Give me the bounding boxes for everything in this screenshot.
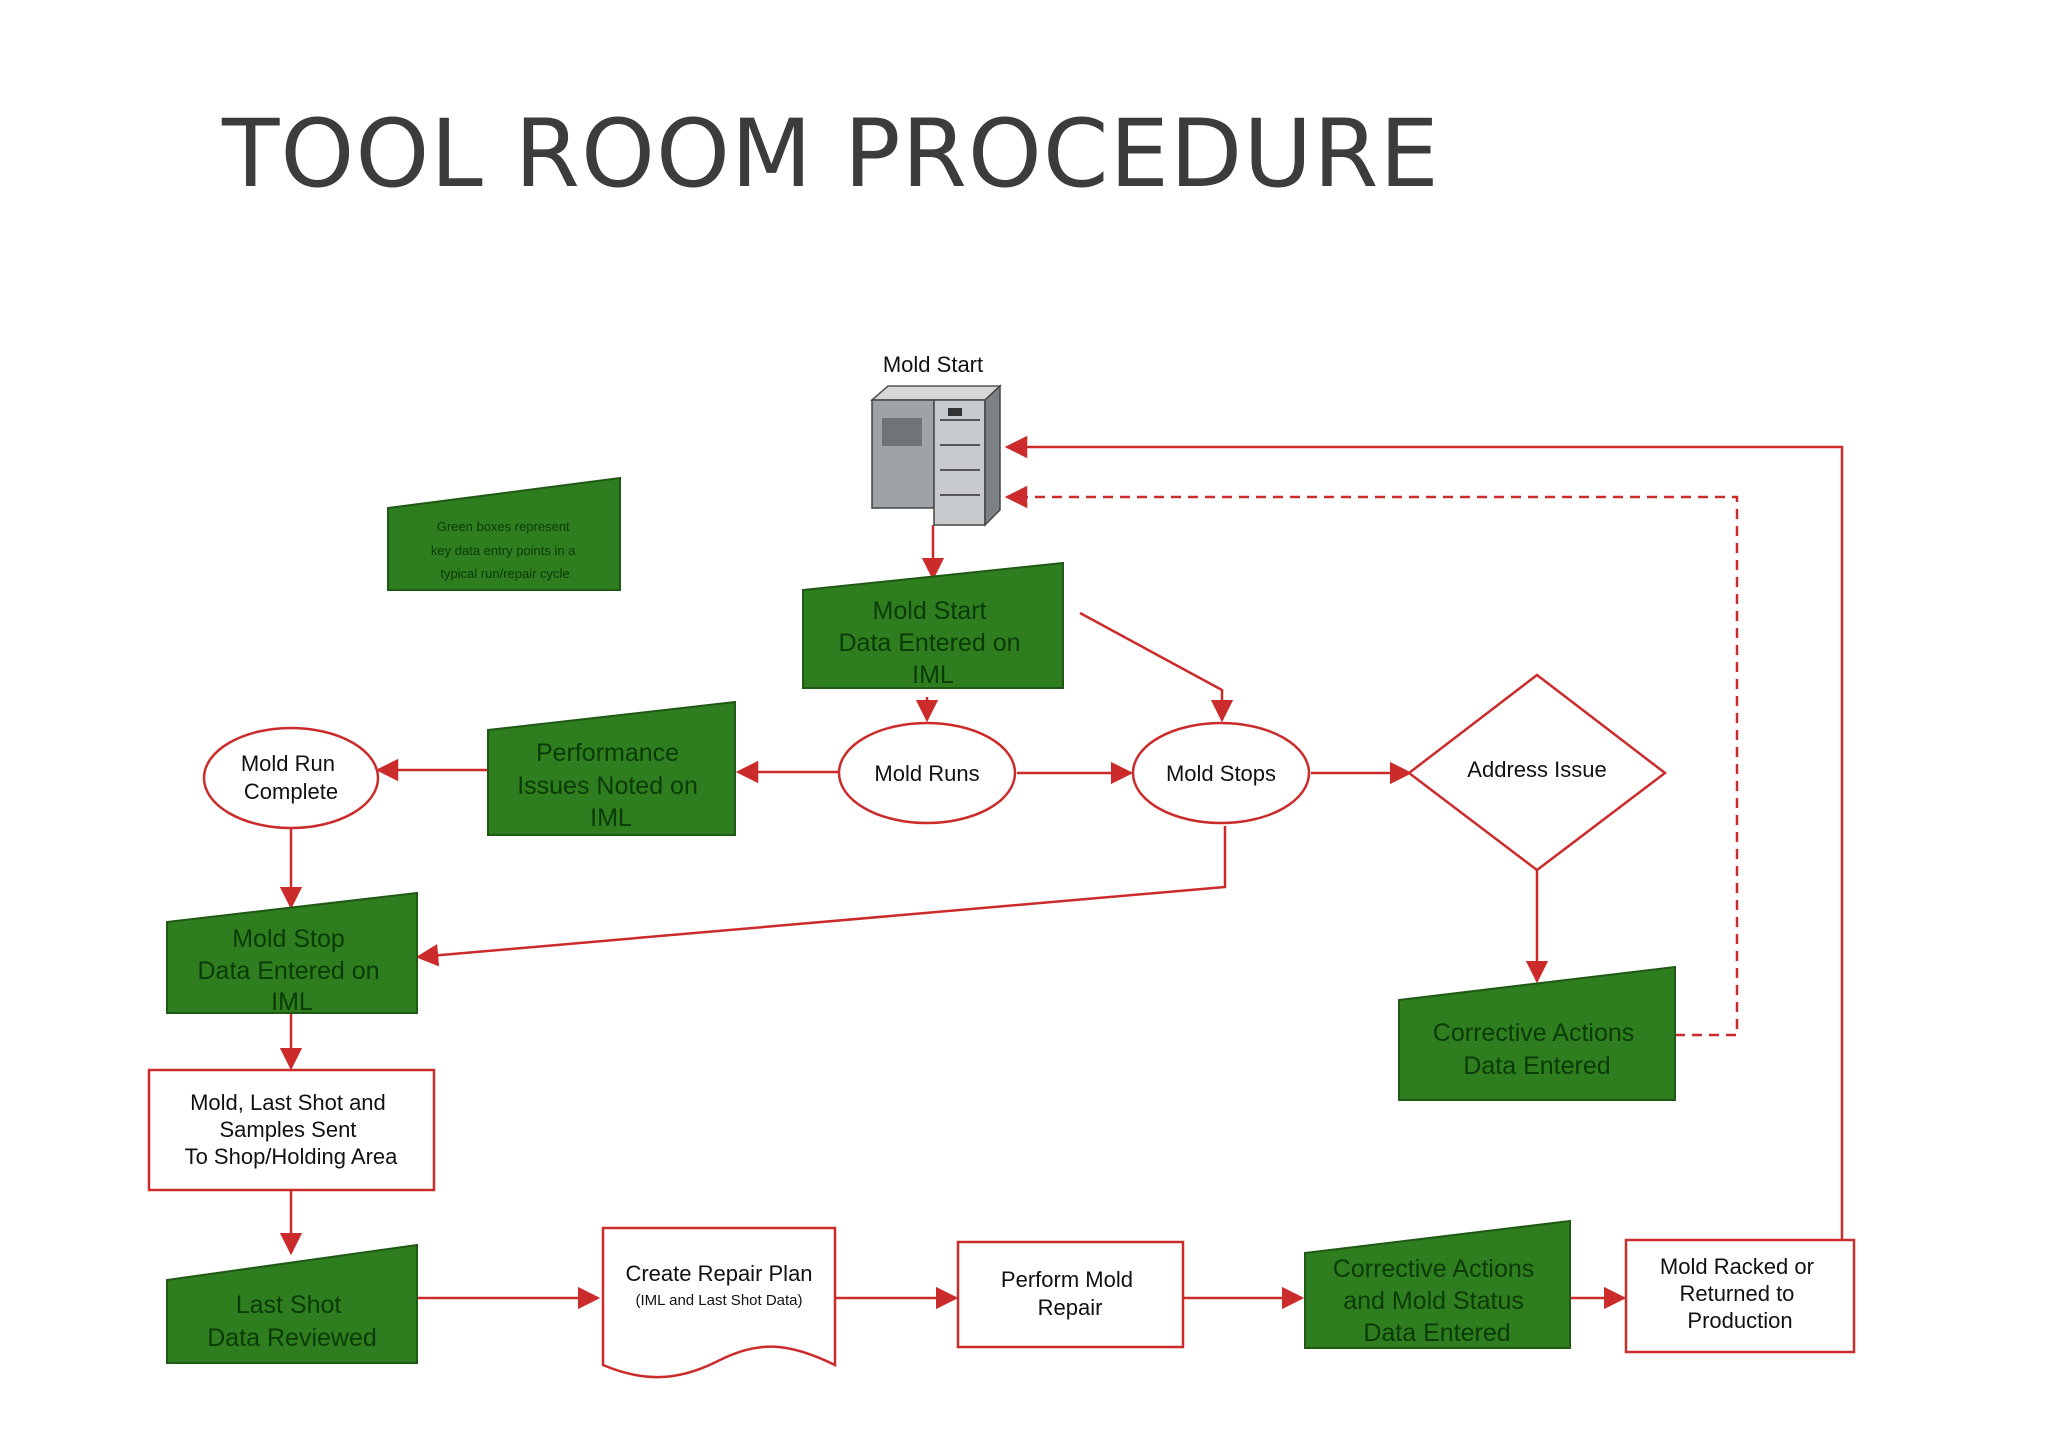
node-corrective-status: Corrective Actions and Mold Status Data … [1304, 1219, 1571, 1349]
mold-start-label: Mold Start [883, 352, 983, 377]
legend-line: key data entry points in a [431, 543, 576, 558]
node-address-issue: Address Issue [1406, 673, 1668, 872]
svg-text:(IML and Last Shot Data): (IML and Last Shot Data) [635, 1292, 802, 1309]
node-mold-runs: Mold Runs [837, 721, 1017, 825]
svg-text:Perform Mold Repair: Perform Mold Repair [1001, 1267, 1139, 1320]
svg-text:Green boxes represent ke: Green boxes represent key data entry poi… [431, 519, 579, 581]
node-repair-plan: Create Repair Plan (IML and Last Shot Da… [601, 1226, 837, 1379]
connector-stops-to-stop-data [415, 826, 1227, 967]
mold-machine-icon [870, 384, 1002, 527]
svg-text:Mold Run Complete: Mold Run Complete [241, 751, 341, 804]
node-mold-stop-data: Mold Stop Data Entered on IML [166, 891, 418, 1016]
page-title: TOOL ROOM PROCEDURE [222, 100, 1440, 209]
svg-text:Mold Stops: Mold Stops [1166, 761, 1276, 786]
legend-note: Green boxes represent key data entry poi… [387, 476, 621, 591]
svg-text:Mold Stop Data Entered o: Mold Stop Data Entered on IML [197, 925, 386, 1016]
node-performance-issues: Performance Issues Noted on IML [487, 700, 736, 836]
svg-text:Address Issue: Address Issue [1467, 757, 1606, 782]
svg-text:Mold Start Data Entered: Mold Start Data Entered on IML [838, 597, 1027, 689]
svg-text:Corrective Actions and M: Corrective Actions and Mold Status Data … [1333, 1255, 1541, 1347]
svg-text:Mold, Last Shot and Samp: Mold, Last Shot and Samples Sent To Shop… [185, 1090, 399, 1169]
legend-line: Green boxes represent [437, 519, 570, 534]
svg-text:Create Repair Plan: Create Repair Plan [625, 1261, 812, 1286]
svg-text:Mold Runs: Mold Runs [874, 761, 979, 786]
node-mold-racked: Mold Racked or Returned to Production [1624, 1238, 1856, 1354]
svg-text:Corrective Actions Data: Corrective Actions Data Entered [1433, 1019, 1641, 1080]
node-last-shot: Last Shot Data Reviewed [166, 1243, 418, 1364]
node-perform-repair: Perform Mold Repair [956, 1240, 1185, 1349]
svg-text:Mold Racked or Returned: Mold Racked or Returned to Production [1660, 1254, 1820, 1333]
legend-line: typical run/repair cycle [440, 566, 569, 581]
node-mold-start-data: Mold Start Data Entered on IML [802, 561, 1064, 689]
node-mold-sent: Mold, Last Shot and Samples Sent To Shop… [147, 1068, 436, 1192]
node-mold-stops: Mold Stops [1131, 721, 1311, 825]
connector-racked-to-icon [1004, 435, 1844, 1240]
svg-text:Performance Issues Noted: Performance Issues Noted on IML [517, 739, 705, 832]
connector-start-data-to-stops [1079, 611, 1234, 723]
svg-text:Last Shot Data Reviewed: Last Shot Data Reviewed [207, 1291, 377, 1352]
node-corrective-actions: Corrective Actions Data Entered [1398, 965, 1676, 1101]
connector-corrective-to-icon-dashed [1004, 485, 1739, 1037]
node-mold-run-complete: Mold Run Complete [202, 726, 380, 830]
